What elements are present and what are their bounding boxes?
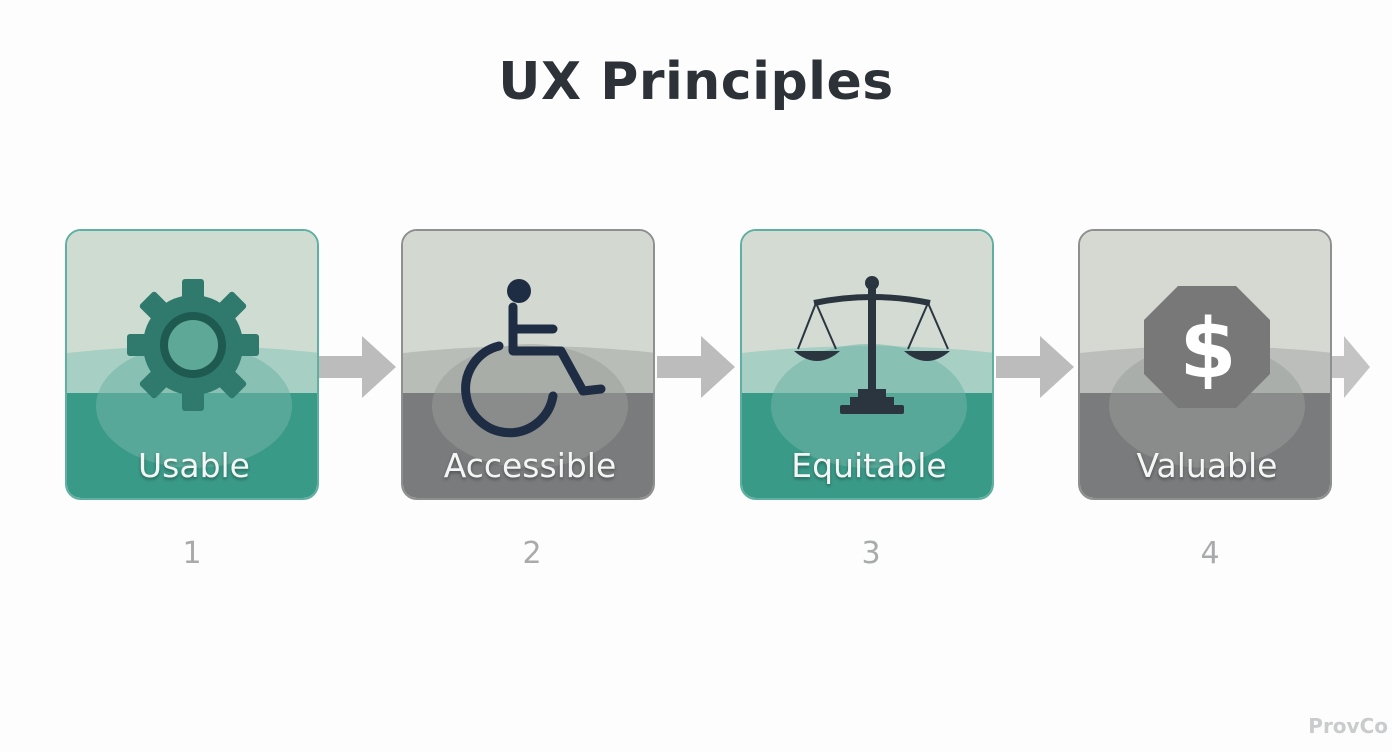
- arrow-right-icon: [1308, 336, 1370, 398]
- step-label: Accessible: [443, 446, 617, 485]
- step-card-accessible: Accessible: [401, 229, 655, 500]
- step-label: Usable: [138, 446, 250, 485]
- arrow-right-icon: [657, 336, 735, 398]
- arrow-right-icon: [318, 336, 396, 398]
- step-number: 4: [1200, 536, 1220, 571]
- watermark: ProvCo: [1308, 714, 1388, 738]
- svg-text:$: $: [1179, 302, 1236, 397]
- wheelchair-icon: [461, 279, 606, 438]
- step-number: 2: [522, 536, 542, 571]
- scales-icon: [794, 276, 950, 414]
- step-card-equitable: Equitable: [740, 229, 994, 500]
- step-label: Equitable: [791, 446, 947, 485]
- step-label: Valuable: [1136, 446, 1278, 485]
- step-number: 1: [182, 536, 202, 571]
- dollar-octagon-icon: $: [1144, 286, 1270, 408]
- gear-icon: [127, 279, 259, 411]
- step-card-usable: Usable: [65, 229, 319, 500]
- step-card-valuable: $ Valuable: [1078, 229, 1332, 500]
- arrow-right-icon: [996, 336, 1074, 398]
- step-number: 3: [861, 536, 881, 571]
- page-title: UX Principles: [498, 52, 894, 112]
